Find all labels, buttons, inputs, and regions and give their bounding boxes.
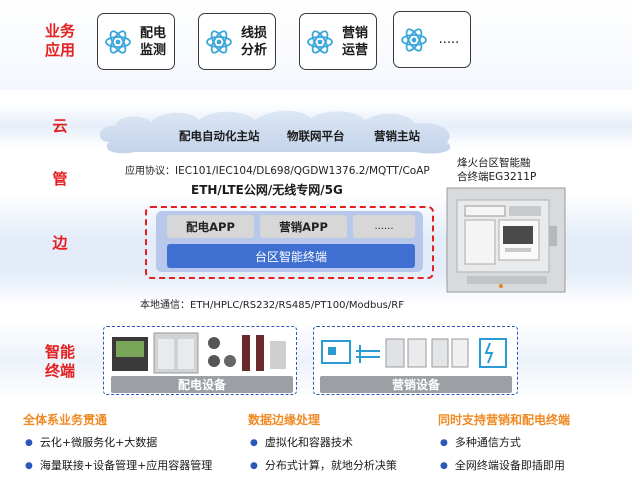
app-card-distribution-monitoring: 配电 监测	[97, 13, 175, 70]
protocol-line: 应用协议：IEC101/IEC104/DL698/QGDW1376.2/MQTT…	[125, 162, 430, 177]
local-comm-line: 本地通信：ETH/HPLC/RS232/RS485/PT100/Modbus/R…	[140, 300, 404, 311]
protocol-prefix: 应用协议：	[125, 166, 175, 177]
app-card-marketing: 营销 运营	[299, 13, 377, 70]
feature-title-terminal: 同时支持营销和配电终端	[438, 413, 571, 427]
layer-label-cloud: 云	[52, 117, 68, 135]
layer-label-terminal: 智能 终端	[44, 343, 75, 380]
marketing-devices-label: 营销设备	[320, 376, 512, 393]
layer-label-business: 业务 应用	[44, 22, 75, 59]
terminal-bar: 台区智能终端	[167, 244, 415, 268]
app-card-label: .....	[438, 32, 460, 47]
cloud-shape	[99, 110, 451, 154]
atom-icon	[206, 29, 232, 54]
marketing-devices-image	[321, 338, 507, 368]
feature-title-edge: 数据边缘处理	[248, 413, 321, 427]
distribution-devices-label: 配电设备	[111, 376, 293, 393]
atom-icon	[105, 29, 131, 54]
feature-item: 多种通信方式	[440, 434, 521, 450]
edge-app-distribution: 配电APP	[167, 215, 254, 238]
feature-item: 全网终端设备即插即用	[440, 457, 565, 473]
cloud-item-distribution-station: 配电自动化主站	[179, 129, 260, 143]
cloud-item-iot-platform: 物联网平台	[287, 129, 345, 143]
cloud-item-marketing-station: 营销主站	[374, 129, 420, 143]
device-image	[446, 187, 566, 293]
edge-app-marketing: 营销APP	[260, 215, 347, 238]
app-card-label: 营销 运营	[341, 25, 368, 58]
atom-icon	[401, 27, 427, 52]
feature-item: 海量联接+设备管理+应用容器管理	[25, 457, 212, 473]
app-card-more: .....	[393, 11, 471, 68]
atom-icon	[307, 29, 333, 54]
protocol-list: IEC101/IEC104/DL698/QGDW1376.2/MQTT/CoAP	[175, 165, 430, 177]
app-card-line-loss: 线损 分析	[198, 13, 276, 70]
edge-dashed-frame	[145, 206, 434, 279]
device-caption-line1: 烽火台区智能融	[457, 157, 531, 169]
device-caption-line2: 合终端EG3211P	[457, 171, 537, 183]
device-caption: 烽火台区智能融 合终端EG3211P	[457, 156, 536, 184]
network-line: ETH/LTE公网/无线专网/5G	[191, 183, 343, 197]
app-card-label: 配电 监测	[139, 25, 166, 58]
layer-label-edge: 边	[52, 234, 68, 252]
feature-item: 云化+微服务化+大数据	[25, 434, 157, 450]
edge-app-more: ......	[353, 215, 415, 238]
feature-item: 分布式计算，就地分析决策	[250, 457, 397, 473]
distribution-devices-image	[112, 332, 286, 374]
feature-item: 虚拟化和容器技术	[250, 434, 353, 450]
feature-title-business: 全体系业务贯通	[23, 413, 108, 427]
layer-label-pipe: 管	[52, 170, 68, 188]
app-card-label: 线损 分析	[240, 25, 267, 58]
